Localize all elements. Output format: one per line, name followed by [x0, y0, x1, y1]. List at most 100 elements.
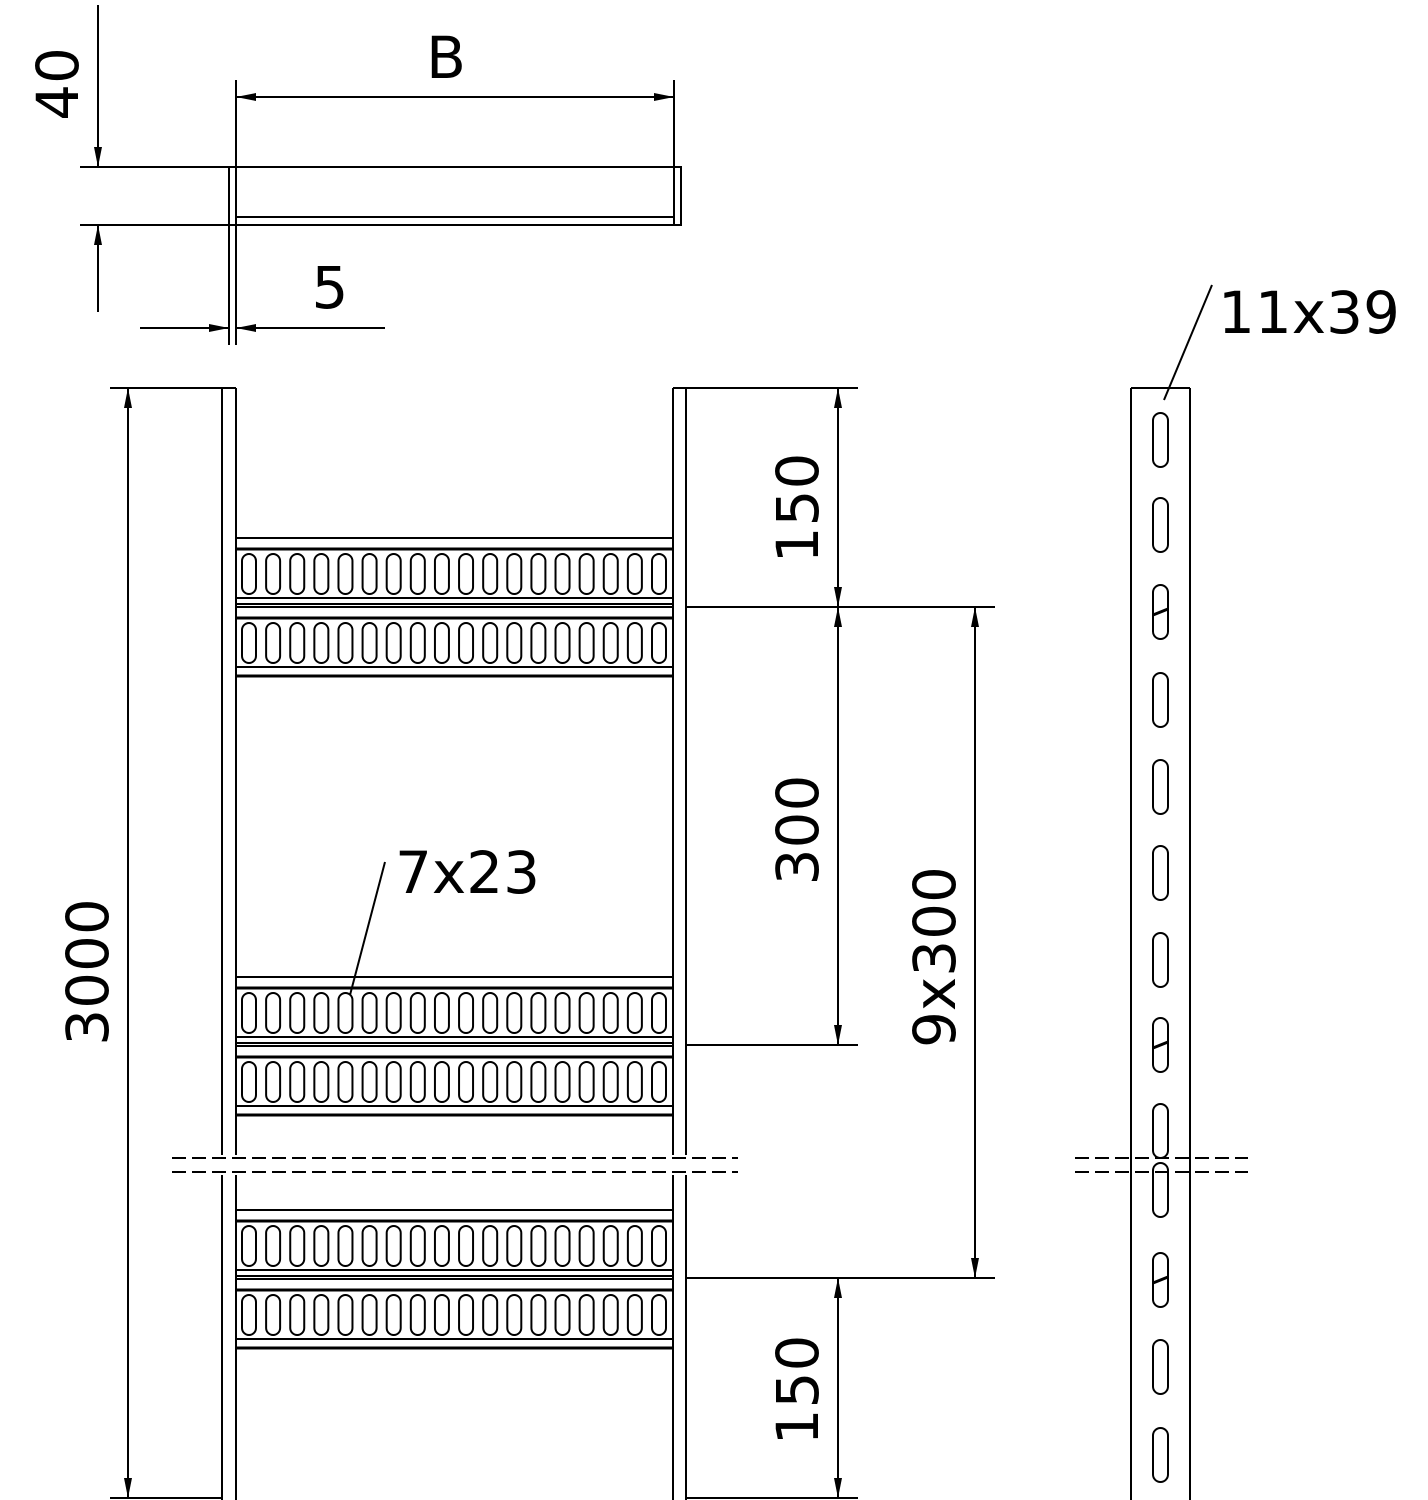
rail-slot	[1152, 412, 1169, 468]
rung-slot	[530, 622, 547, 664]
rung-slot	[241, 1225, 257, 1267]
rung-slot	[433, 622, 450, 664]
rung-slot	[241, 553, 257, 595]
rung-slot	[409, 553, 426, 595]
rung-slot	[265, 622, 282, 664]
rung-slot	[313, 1225, 330, 1267]
rung-slot	[554, 1225, 571, 1267]
rung-slot	[651, 553, 667, 595]
rung-slot	[482, 553, 499, 595]
rung-slot	[433, 992, 450, 1034]
rung-slot	[482, 1294, 499, 1336]
rail-slot	[1152, 1162, 1169, 1218]
rung	[236, 1278, 673, 1350]
rung-slot	[313, 622, 330, 664]
rung-slot	[265, 553, 282, 595]
rung-slot	[289, 1225, 306, 1267]
rung-slot	[578, 1061, 595, 1103]
rung	[236, 1209, 673, 1277]
rung-slot	[458, 992, 475, 1034]
rail-slot	[1152, 759, 1169, 815]
rung	[236, 606, 673, 678]
rung-slot	[626, 553, 643, 595]
thickness-label: 5	[312, 254, 349, 322]
rail-slot	[1152, 1017, 1169, 1073]
rung-slot	[602, 1294, 619, 1336]
rung-slot	[361, 553, 378, 595]
rung-slot	[409, 1061, 426, 1103]
rung-slot	[241, 1061, 257, 1103]
rung-slot	[530, 553, 547, 595]
rung-slot	[651, 992, 667, 1034]
rung	[236, 976, 673, 1044]
side-slot-label: 11x39	[1218, 279, 1400, 347]
rung-slot	[602, 992, 619, 1034]
height-label: 40	[24, 47, 92, 121]
rung-slot	[361, 1294, 378, 1336]
rung-slot	[578, 1225, 595, 1267]
left-rail	[221, 387, 237, 1500]
rung-slot	[385, 1294, 402, 1336]
rung-slot	[313, 553, 330, 595]
rung-slot	[482, 992, 499, 1034]
rung-slot	[602, 553, 619, 595]
rung-slot	[241, 1294, 257, 1336]
rung-slot	[554, 622, 571, 664]
rail-slot	[1152, 845, 1169, 901]
rung-slot	[578, 1294, 595, 1336]
rung-slot	[458, 1294, 475, 1336]
rung-slot	[337, 1061, 354, 1103]
rung-slot	[289, 622, 306, 664]
rung-slot	[361, 1061, 378, 1103]
rung-slot	[651, 622, 667, 664]
rung-slot	[337, 1225, 354, 1267]
rung-slot	[409, 1225, 426, 1267]
rung-slot	[458, 1225, 475, 1267]
rung-slot	[578, 622, 595, 664]
rung-slot	[409, 1294, 426, 1336]
rung-slot	[265, 1225, 282, 1267]
rung-pair	[236, 1209, 673, 1350]
rung-slot	[554, 1061, 571, 1103]
rung-slot	[578, 992, 595, 1034]
rail-slot	[1152, 932, 1169, 988]
rung-slot	[313, 1061, 330, 1103]
rung-slot	[385, 992, 402, 1034]
rung-slot	[626, 1061, 643, 1103]
rung-slot	[506, 992, 523, 1034]
rung-slot	[554, 1294, 571, 1336]
rung-slot	[602, 1061, 619, 1103]
rung-slot	[626, 622, 643, 664]
rung-slot	[530, 1061, 547, 1103]
rung-slot	[265, 1061, 282, 1103]
rung-slot	[651, 1061, 667, 1103]
cross-section-view: B 40 5	[24, 5, 682, 345]
rung-slot	[385, 622, 402, 664]
rung-slot	[506, 1061, 523, 1103]
rung-slot	[626, 1294, 643, 1336]
rung-pair	[236, 537, 673, 678]
rung-slot	[289, 553, 306, 595]
rung-slot	[433, 1225, 450, 1267]
rung-slot	[385, 1225, 402, 1267]
rung-slot	[602, 622, 619, 664]
end-spacing-top-label: 150	[764, 453, 832, 564]
rung-slot	[530, 1294, 547, 1336]
rung-slot	[241, 992, 257, 1034]
rung-spacing-label: 300	[764, 775, 832, 886]
rung-slot	[602, 1225, 619, 1267]
rung-slot	[289, 992, 306, 1034]
rung-slot	[506, 1294, 523, 1336]
width-label: B	[426, 24, 466, 92]
rung-slot	[361, 1225, 378, 1267]
rung-slot	[409, 992, 426, 1034]
rung-slot	[361, 622, 378, 664]
rung-slot	[313, 1294, 330, 1336]
rung-slot	[433, 553, 450, 595]
rung-slot	[289, 1061, 306, 1103]
rung-slot	[265, 992, 282, 1034]
rung-slot	[458, 1061, 475, 1103]
side-view: 11x39	[1075, 279, 1400, 1500]
